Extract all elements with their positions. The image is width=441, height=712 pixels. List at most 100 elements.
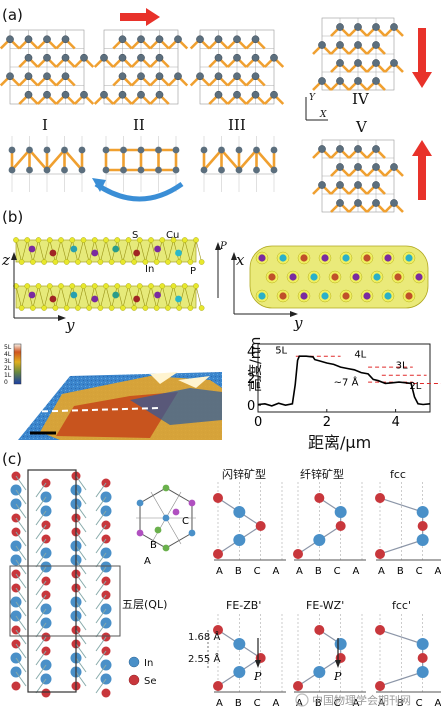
atom-grey: [43, 35, 51, 44]
atom-Se: [293, 549, 303, 559]
hex-atom: [188, 499, 196, 507]
atom-In: [416, 638, 429, 650]
bond: [15, 545, 27, 561]
metal-atom: [300, 292, 308, 300]
bond: [95, 566, 107, 582]
atom-grey: [336, 163, 344, 171]
stacking-label: A: [272, 698, 279, 709]
bond: [379, 629, 423, 645]
atom-S: [159, 237, 166, 243]
atom-S: [125, 237, 132, 243]
hex-atom: [136, 499, 144, 507]
cbar-1L: 1L: [4, 372, 12, 379]
atom-Se: [213, 625, 223, 635]
atom-S: [46, 237, 53, 243]
chain-bond: [38, 285, 45, 309]
chain-bond: [100, 285, 107, 309]
chain-bond: [195, 239, 202, 263]
x-tick-label: 2: [323, 415, 331, 430]
atom-In: [334, 638, 347, 650]
polarization-label: P: [333, 670, 342, 683]
atom-grey: [372, 77, 380, 85]
chain-bond: [21, 285, 28, 309]
chain-bond: [116, 285, 124, 309]
atom-S: [142, 305, 149, 311]
atom-grey: [43, 72, 51, 81]
polarization-arrow-icon: P: [215, 241, 227, 298]
chain-bond: [15, 285, 22, 309]
atom-S: [176, 259, 182, 265]
chain-bond: [145, 239, 152, 263]
chain-bond: [105, 285, 112, 309]
red-right-arrow-icon: [120, 8, 160, 26]
atom-S: [120, 259, 126, 265]
orange-bond: [63, 149, 83, 171]
red-up-arrow-icon: [412, 140, 432, 200]
metal-atom: [331, 273, 339, 281]
atom-S: [24, 237, 31, 243]
metal-atom: [342, 292, 350, 300]
chart-annotation: 2L: [409, 381, 421, 392]
metal-atom: [112, 291, 120, 299]
atom-Se: [213, 493, 223, 503]
watermark-icon: [295, 693, 309, 707]
chain-bond: [77, 285, 84, 309]
metal-atom: [352, 273, 360, 281]
metal-atom: [405, 292, 413, 300]
orange-bond: [46, 149, 66, 171]
atom-In: [416, 534, 429, 546]
phase-III-sideview: [200, 136, 278, 192]
metal-atom: [363, 254, 371, 262]
atom-S: [114, 283, 121, 289]
atom-Se: [101, 688, 111, 698]
bond: [15, 671, 27, 687]
atom-grey: [118, 53, 127, 62]
atom-grey: [137, 72, 145, 81]
atom-S: [198, 259, 205, 265]
legend-se-icon: [128, 674, 140, 686]
bond: [75, 559, 87, 575]
chain-bond: [128, 285, 135, 309]
chain-bond: [60, 239, 67, 263]
atom-grey: [102, 146, 110, 154]
chain-bond: [145, 285, 152, 309]
phase-V-topview: [312, 139, 404, 213]
chart-annotation: 3L: [396, 360, 408, 371]
atom-In: [233, 666, 246, 678]
atom-grey: [24, 53, 33, 62]
atom-grey: [137, 90, 145, 99]
phase-II-topview: [93, 29, 189, 105]
chain-bond: [15, 239, 22, 263]
atom-S: [181, 283, 188, 289]
stacking-label: C: [334, 566, 341, 577]
atom-grey: [78, 166, 86, 174]
bond: [95, 636, 107, 652]
atom-Se: [41, 688, 51, 698]
atom-In: [233, 534, 246, 546]
atom-S: [30, 259, 36, 265]
phase-label-III: III: [228, 116, 246, 134]
chain-bond: [150, 239, 157, 263]
atom-S: [91, 237, 98, 243]
bond: [75, 657, 87, 673]
chart-annotation: 5L: [275, 346, 287, 357]
atom-grey: [100, 90, 108, 99]
bond: [75, 671, 87, 687]
atom-S: [69, 283, 76, 289]
atom-In: [416, 506, 429, 518]
atom-grey: [318, 145, 326, 153]
chain-bond: [128, 239, 135, 263]
y-tick-label: 2: [247, 372, 255, 387]
bond: [15, 517, 27, 533]
in2se3-bulk-structure: [10, 469, 112, 698]
orange-bond: [238, 149, 258, 171]
chain-bond: [116, 239, 124, 263]
chain-bond: [77, 239, 84, 263]
metal-atom: [384, 292, 392, 300]
orange-bond: [220, 149, 240, 171]
atom-grey: [233, 35, 241, 44]
metal-atom: [394, 273, 402, 281]
chain-bond: [161, 239, 169, 263]
